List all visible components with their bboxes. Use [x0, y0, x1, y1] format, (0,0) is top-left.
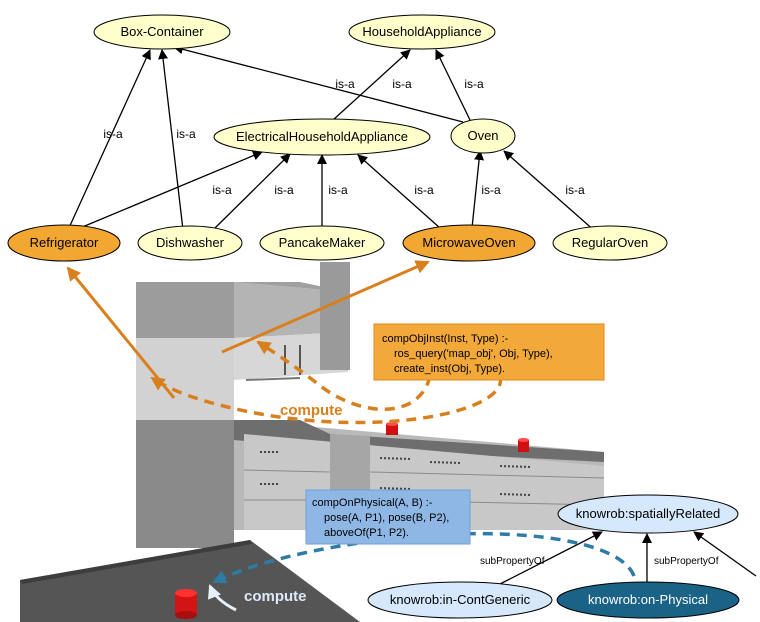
- node-label: Box-Container: [120, 24, 204, 39]
- node-oven[interactable]: Oven: [450, 118, 516, 154]
- kitchen-scene-illustration: [20, 262, 605, 622]
- node-label: Oven: [467, 128, 498, 143]
- node-label: ElectricalHouseholdAppliance: [236, 129, 408, 144]
- node-regular-oven[interactable]: RegularOven: [552, 225, 668, 261]
- edge-label-is-a: is-a: [103, 127, 123, 141]
- node-label: knowrob:spatiallyRelated: [576, 506, 721, 521]
- blue-compute-label: compute: [244, 588, 307, 605]
- edge-label-is-a: is-a: [274, 183, 294, 197]
- is-a-labels: is-a is-a is-a is-a is-a is-a is-a is-a …: [103, 77, 585, 197]
- edge-label-is-a: is-a: [335, 77, 355, 91]
- comp-obj-inst-box: compObjInst(Inst, Type) :- ros_query('ma…: [373, 323, 605, 381]
- edge-label-sub-property-of: subPropertyOf: [480, 556, 545, 567]
- node-spatially-related[interactable]: knowrob:spatiallyRelated: [557, 494, 739, 534]
- code-line: compObjInst(Inst, Type) :-: [382, 333, 509, 345]
- edge-label-is-a: is-a: [565, 183, 585, 197]
- orange-compute-arrows: [66, 260, 503, 425]
- edge-label-is-a: is-a: [328, 183, 348, 197]
- comp-on-physical-box: compOnPhysical(A, B) :- pose(A, P1), pos…: [305, 489, 471, 545]
- edge-label-is-a: is-a: [414, 183, 434, 197]
- node-label: PancakeMaker: [279, 235, 366, 250]
- node-label: Refrigerator: [30, 235, 99, 250]
- node-in-cont-generic[interactable]: knowrob:in-ContGeneric: [367, 581, 553, 619]
- node-dishwasher[interactable]: Dishwasher: [137, 225, 243, 261]
- node-microwave-oven[interactable]: MicrowaveOven: [402, 224, 536, 262]
- node-label: Dishwasher: [156, 235, 225, 250]
- node-label: HouseholdAppliance: [362, 24, 481, 39]
- code-line: pose(A, P1), pose(B, P2),: [324, 512, 449, 524]
- code-line: ros_query('map_obj', Obj, Type),: [394, 348, 553, 360]
- node-refrigerator[interactable]: Refrigerator: [7, 224, 121, 262]
- node-label: RegularOven: [572, 235, 649, 250]
- edge-label-is-a: is-a: [464, 77, 484, 91]
- node-pancake-maker[interactable]: PancakeMaker: [259, 225, 385, 261]
- node-box-container[interactable]: Box-Container: [93, 14, 231, 50]
- node-label: knowrob:on-Physical: [588, 592, 708, 607]
- sub-property-edges: [499, 531, 757, 585]
- code-line: create_inst(Obj, Type).: [394, 363, 505, 375]
- edge-label-sub-property-of: subPropertyOf: [654, 556, 719, 567]
- edge-label-is-a: is-a: [392, 77, 412, 91]
- code-line: compOnPhysical(A, B) :-: [312, 497, 433, 509]
- node-label: knowrob:in-ContGeneric: [390, 592, 531, 607]
- node-label: MicrowaveOven: [422, 235, 515, 250]
- edge-label-is-a: is-a: [481, 183, 501, 197]
- node-electrical-household-appliance[interactable]: ElectricalHouseholdAppliance: [213, 118, 431, 156]
- is-a-edges: [67, 44, 597, 233]
- orange-compute-label: compute: [280, 402, 343, 419]
- edge-label-is-a: is-a: [176, 127, 196, 141]
- node-household-appliance[interactable]: HouseholdAppliance: [348, 14, 496, 50]
- code-line: aboveOf(P1, P2).: [324, 527, 409, 539]
- edge-label-is-a: is-a: [212, 183, 232, 197]
- node-on-physical[interactable]: knowrob:on-Physical: [556, 581, 740, 619]
